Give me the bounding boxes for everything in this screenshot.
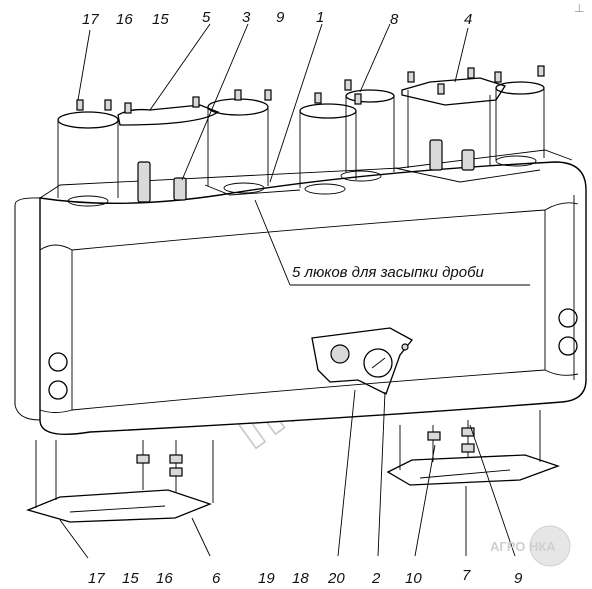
side-latches	[48, 308, 578, 400]
callout-9-top: 9	[276, 9, 285, 26]
callout-20-bottom: 20	[327, 570, 345, 587]
callout-3-top: 3	[242, 9, 251, 26]
callout-5-top: 5	[202, 9, 211, 26]
leader-lines	[59, 23, 530, 559]
bottom-plates	[26, 410, 560, 523]
callout-17-bottom: 17	[88, 570, 105, 587]
callout-15-top: 15	[152, 11, 169, 28]
callout-19-bottom: 19	[258, 570, 275, 587]
bottom-callouts: 17 15 16 6 19 18 20 2 10 7 9	[88, 567, 523, 587]
callout-6-bottom: 6	[212, 570, 221, 587]
callout-4-top: 4	[464, 11, 472, 28]
hatch-openings	[67, 155, 541, 207]
logo-text: АГРО НКА	[490, 539, 556, 554]
bolts	[76, 65, 545, 203]
callout-10-bottom: 10	[405, 570, 422, 587]
hatch-annotation: 5 люков для засыпки дроби	[292, 264, 485, 281]
lock-mechanism	[311, 327, 413, 395]
callout-18-bottom: 18	[292, 570, 309, 587]
corner-mark: ⊥	[574, 1, 584, 15]
callout-9-bottom: 9	[514, 570, 523, 587]
callout-16-top: 16	[116, 11, 133, 28]
callout-2-bottom: 2	[371, 570, 381, 587]
top-callouts: 17 16 15 5 3 9 1 8 4	[82, 9, 472, 28]
callout-1-top: 1	[316, 9, 324, 26]
callout-8-top: 8	[390, 11, 399, 28]
callout-16-bottom: 16	[156, 570, 173, 587]
callout-7-bottom: 7	[462, 567, 471, 584]
housing	[14, 149, 587, 435]
callout-17-top: 17	[82, 11, 99, 28]
agro-nka-logo: АГРО НКА	[490, 525, 571, 567]
callout-15-bottom: 15	[122, 570, 139, 587]
